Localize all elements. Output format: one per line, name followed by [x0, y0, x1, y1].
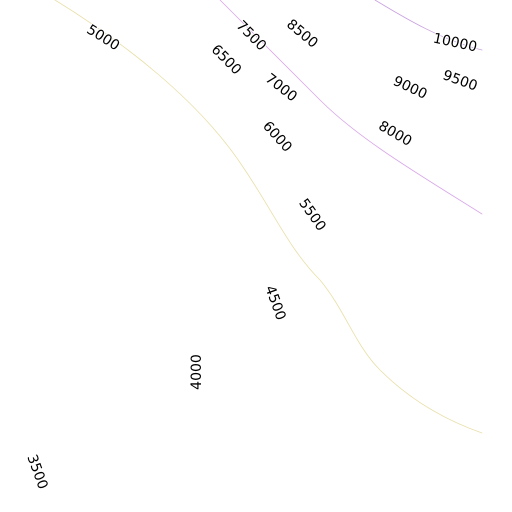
contour-label-5000: 5000: [84, 22, 123, 54]
contour-label-7500: 7500: [233, 18, 270, 55]
contour-label-8500: 8500: [283, 16, 321, 51]
contour-label-6500: 6500: [208, 42, 245, 79]
contour-label-9000: 9000: [390, 73, 429, 103]
contour-labels: 3500 4000 4500 5000 5500 6000 6500 7000 7500 8000…: [22, 15, 480, 492]
contour-label-7000: 7000: [262, 71, 300, 106]
contour-lines: [54, 0, 483, 434]
contour-label-9500: 9500: [441, 67, 480, 94]
contour-label-3500: 3500: [23, 453, 50, 492]
contour-label-4500: 4500: [261, 284, 288, 323]
contour-label-4000: 4000: [189, 354, 205, 390]
contour-label-10000: 10000: [432, 31, 479, 56]
contour-line-5000: [54, 0, 483, 434]
contour-label-8000: 8000: [376, 118, 415, 150]
contour-line-10000: [374, 0, 483, 51]
contour-label-6000: 6000: [259, 118, 295, 155]
contour-label-5500: 5500: [295, 196, 329, 234]
contour-line-7500: [219, 0, 483, 215]
